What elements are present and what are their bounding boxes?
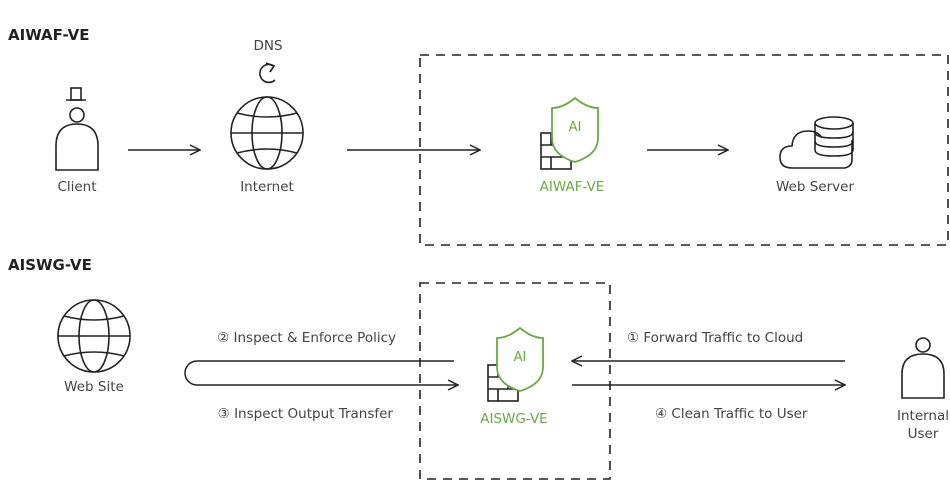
waf-section-title: AIWAF-VE bbox=[8, 26, 90, 44]
internal-user-person-icon bbox=[901, 337, 945, 399]
internet-globe-icon bbox=[230, 96, 304, 170]
web-site-globe-icon bbox=[57, 299, 131, 373]
client-label: Client bbox=[57, 179, 97, 195]
aiswg-label: AISWG-VE bbox=[480, 411, 548, 427]
aiswg-shield-text: AI bbox=[513, 350, 527, 365]
swg-dashed-boundary bbox=[419, 282, 611, 480]
refresh-icon bbox=[259, 62, 276, 84]
web-server-cloud-server-icon bbox=[779, 116, 854, 169]
aiswg-shield-icon bbox=[496, 326, 544, 392]
aiwaf-label: AIWAF-VE bbox=[539, 179, 605, 195]
waf-dashed-boundary bbox=[419, 54, 949, 246]
client-person-icon bbox=[55, 87, 99, 171]
web-site-label: Web Site bbox=[64, 379, 124, 395]
aiwaf-shield-text: AI bbox=[568, 120, 582, 135]
flow-step1-label: ① Forward Traffic to Cloud bbox=[627, 330, 804, 346]
web-server-label: Web Server bbox=[776, 179, 854, 195]
flow-uturn-policy-output bbox=[184, 360, 458, 385]
flow-step4-label: ④ Clean Traffic to User bbox=[655, 406, 808, 422]
internet-label: Internet bbox=[240, 179, 294, 195]
flow-step3-label: ③ Inspect Output Transfer bbox=[217, 406, 393, 422]
swg-section-title: AISWG-VE bbox=[8, 256, 92, 274]
dns-label: DNS bbox=[253, 38, 283, 54]
internal-user-label-line1: Internal bbox=[896, 408, 950, 424]
flow-step2-label: ② Inspect & Enforce Policy bbox=[217, 330, 396, 346]
internal-user-label-line2: User bbox=[907, 426, 939, 442]
aiwaf-shield-icon bbox=[551, 96, 599, 163]
